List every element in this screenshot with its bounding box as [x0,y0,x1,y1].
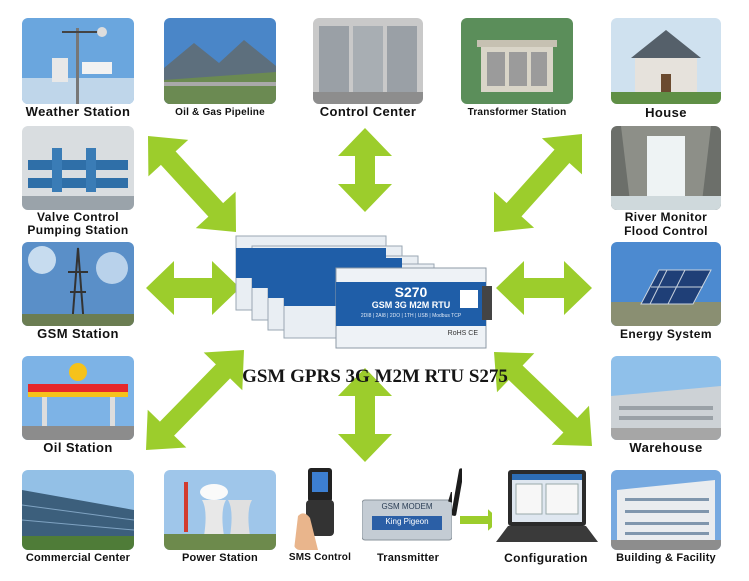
label-gsm-station: GSM Station [37,326,119,341]
arrow-top-right [494,134,582,232]
modem-brand: GSM MODEM [381,502,433,511]
dam-photo [611,126,721,210]
label-flood-control: Flood Control [624,224,708,238]
rtu-specs: 2DI8 | 2AI8 | 2DO | 1TH | USB | Modbus T… [360,313,462,319]
house-photo [611,18,721,104]
valve-photo [22,126,134,210]
label-sms-control: SMS Control [288,552,352,563]
gsm-modem: GSM MODEM King Pigeon [362,492,452,544]
power-station-photo [164,470,276,550]
sms-phone-photo [294,466,346,550]
weather-station-photo [22,18,134,104]
modem-maker: King Pigeon [385,517,429,526]
label-valve-control: Valve Control [37,210,119,224]
building-photo [611,470,721,550]
arrow-top-center [338,128,392,212]
arrow-top-left [148,136,236,232]
rtu-subtitle: GSM 3G M2M RTU [371,300,451,310]
laptop-photo [492,468,600,550]
label-weather-station: Weather Station [25,104,131,119]
arrow-bottom-left [146,350,244,450]
warehouse-photo [611,356,721,440]
label-oil-station: Oil Station [43,440,113,455]
label-power-station: Power Station [182,552,258,564]
control-center-photo [313,18,423,104]
arrow-bottom-right [494,352,592,446]
rtu-cert: RoHS CE [447,330,478,337]
gsm-tower-photo [22,242,134,326]
label-commercial-center: Commercial Center [25,552,131,564]
label-house: House [645,105,687,120]
label-configuration: Configuration [504,551,588,565]
headline: GSM GPRS 3G M2M RTU S275 [242,366,508,387]
label-building-facility: Building & Facility [616,552,716,564]
label-pipeline: Oil & Gas Pipeline [175,107,265,118]
label-transformer: Transformer Station [467,107,567,118]
label-pumping-station: Pumping Station [27,223,129,237]
label-warehouse: Warehouse [629,440,703,455]
arrow-mid-right [496,261,592,315]
transformer-photo [461,18,573,104]
arrow-to-laptop [460,509,500,531]
label-energy-system: Energy System [620,327,712,341]
label-control-center: Control Center [319,104,417,119]
label-river-monitor: River Monitor [624,210,708,224]
arrow-bottom-center [338,368,392,462]
modem-antenna [451,468,464,518]
rtu-device-stack: S270 GSM 3G M2M RTU 2DI8 | 2AI8 | 2DO | … [232,226,492,356]
label-transmitter: Transmitter [376,552,440,564]
pipeline-photo [164,18,276,104]
oil-station-photo [22,356,134,440]
solar-photo [611,242,721,326]
arrow-mid-left [146,261,240,315]
commercial-photo [22,470,134,550]
rtu-model: S270 [394,284,428,300]
